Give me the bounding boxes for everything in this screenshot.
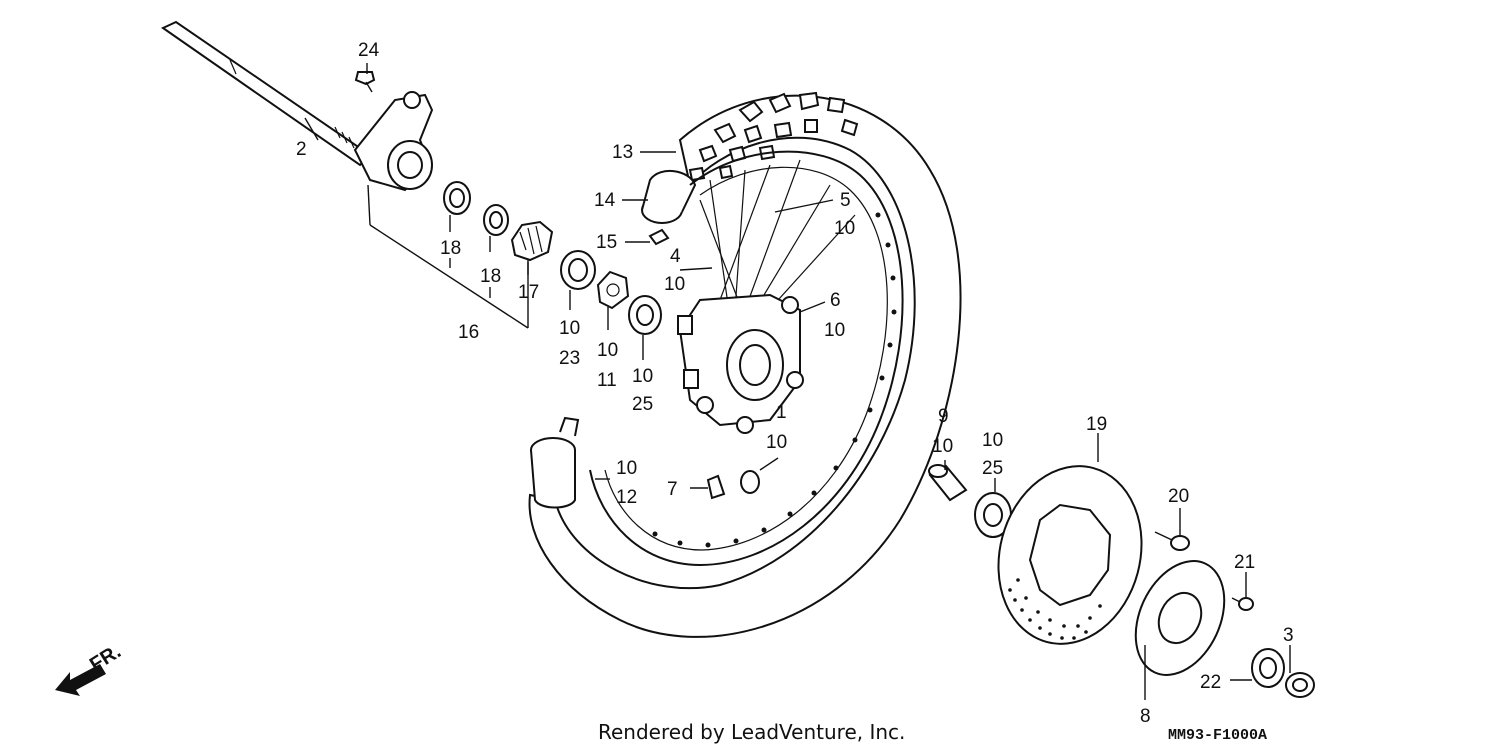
label-9: 9 bbox=[938, 406, 949, 427]
retainer-11[interactable] bbox=[596, 270, 630, 310]
rim-spoke-holes bbox=[652, 212, 897, 548]
label-6: 6 bbox=[830, 290, 841, 311]
label-24: 24 bbox=[358, 40, 380, 61]
label-25b: 25 bbox=[982, 458, 1003, 479]
label-13: 13 bbox=[612, 142, 633, 163]
label-22: 22 bbox=[1200, 672, 1221, 693]
bolt-20[interactable] bbox=[1154, 531, 1190, 551]
label-10-spoke-a: 10 bbox=[834, 218, 855, 239]
label-10-hub: 10 bbox=[824, 320, 845, 341]
label-14: 14 bbox=[594, 190, 616, 211]
distance-collar-9[interactable] bbox=[928, 464, 968, 502]
footer-credit: Rendered by LeadVenture, Inc. bbox=[598, 720, 905, 744]
label-2: 2 bbox=[296, 139, 307, 160]
speedometer-gear-17[interactable] bbox=[510, 220, 554, 262]
side-collar-3[interactable] bbox=[1285, 672, 1315, 698]
oil-seal-18b[interactable] bbox=[483, 204, 509, 236]
bearing-23[interactable] bbox=[560, 250, 596, 290]
part-labels: 24 2 13 14 15 5 10 4 10 6 10 18 18 17 16… bbox=[296, 40, 1294, 727]
label-11: 11 bbox=[597, 370, 617, 391]
bearing-25a[interactable] bbox=[628, 295, 662, 335]
label-10-cap: 10 bbox=[766, 432, 787, 453]
brake-disc-holes bbox=[1008, 578, 1102, 640]
rim[interactable] bbox=[589, 150, 904, 567]
label-25a: 25 bbox=[632, 394, 653, 415]
bolt-21[interactable] bbox=[1231, 597, 1254, 611]
label-8: 8 bbox=[1140, 706, 1151, 727]
label-10-bearing-23: 10 bbox=[559, 318, 580, 339]
label-17: 17 bbox=[518, 282, 539, 303]
label-12: 12 bbox=[616, 487, 637, 508]
diagram-code: MM93-F1000A bbox=[1168, 727, 1267, 744]
label-18a: 18 bbox=[440, 238, 461, 259]
label-20: 20 bbox=[1168, 486, 1189, 507]
speedometer-gearbox[interactable] bbox=[353, 91, 434, 192]
tube[interactable] bbox=[530, 416, 580, 509]
valve-cap-1[interactable] bbox=[740, 470, 760, 494]
label-19: 19 bbox=[1086, 414, 1107, 435]
front-direction-arrow-icon: FR. bbox=[55, 641, 125, 696]
label-18b: 18 bbox=[480, 266, 501, 287]
label-23: 23 bbox=[559, 348, 580, 369]
tire[interactable] bbox=[528, 91, 962, 638]
label-3: 3 bbox=[1283, 625, 1294, 646]
disc-cover-8[interactable] bbox=[1118, 547, 1241, 690]
label-10-bearing-25b: 10 bbox=[982, 430, 1003, 451]
label-10-collar: 10 bbox=[932, 436, 953, 457]
oil-seal-18a[interactable] bbox=[443, 181, 471, 215]
leader-lines bbox=[304, 63, 1291, 700]
oil-seal-22[interactable] bbox=[1251, 648, 1285, 688]
label-10-retainer: 10 bbox=[597, 340, 618, 361]
brake-disc-19[interactable] bbox=[979, 450, 1161, 660]
label-21: 21 bbox=[1234, 552, 1255, 573]
label-4: 4 bbox=[670, 246, 681, 267]
label-1: 1 bbox=[776, 402, 787, 423]
label-7: 7 bbox=[667, 479, 678, 500]
hub[interactable] bbox=[677, 293, 804, 434]
rim-band-15[interactable] bbox=[648, 228, 670, 246]
label-16: 16 bbox=[458, 322, 479, 343]
tube-valve-end[interactable] bbox=[641, 169, 697, 224]
label-10-tube: 10 bbox=[616, 458, 637, 479]
spoke-nipple-7[interactable] bbox=[706, 474, 726, 500]
axle[interactable] bbox=[160, 20, 372, 167]
label-15: 15 bbox=[596, 232, 617, 253]
label-10-spoke-b: 10 bbox=[664, 274, 685, 295]
label-10-bearing-25a: 10 bbox=[632, 366, 653, 387]
label-5: 5 bbox=[840, 190, 851, 211]
bolt-24[interactable] bbox=[354, 71, 376, 93]
